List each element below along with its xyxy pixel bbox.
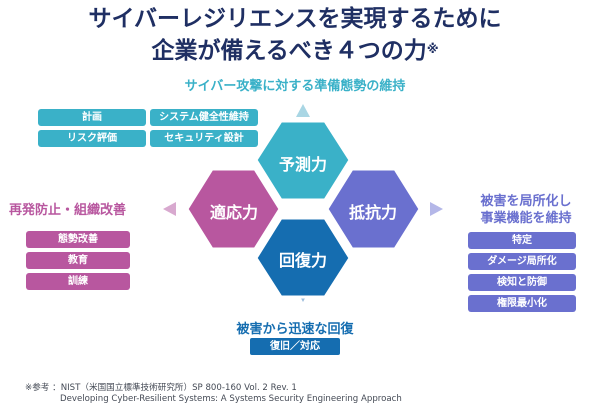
- right-item-detect-defend: 検知と防御: [468, 274, 576, 291]
- top-item-security-design: セキュリティ設計: [150, 130, 258, 147]
- footnote-mark: ※: [426, 42, 439, 56]
- left-heading: 再発防止・組織改善: [9, 203, 127, 218]
- recover-label: 回復力: [278, 251, 327, 270]
- arrow-left-icon: [163, 202, 176, 216]
- top-item-risk-assessment: リスク評価: [38, 130, 146, 147]
- page-title-line1: サイバーレジリエンスを実現するために: [88, 6, 502, 32]
- predict-hexagon: [254, 119, 352, 202]
- right-heading-line2: 事業機能を維持: [480, 211, 572, 226]
- right-item-least-privilege: 権限最小化: [468, 295, 576, 312]
- top-item-plan: 計画: [38, 109, 146, 126]
- bottom-heading: 被害から迅速な回復: [236, 322, 354, 337]
- arrow-up-icon: [296, 104, 310, 117]
- predict-label: 予測力: [278, 155, 327, 174]
- bottom-item-recovery: 復旧／対応: [250, 338, 340, 355]
- footnote-line2: Developing Cyber-Resilient Systems: A Sy…: [60, 394, 402, 404]
- right-item-identify: 特定: [468, 232, 576, 249]
- page-title-line2: 企業が備えるべき４つの力※: [0, 36, 590, 66]
- resist-label: 抵抗力: [348, 203, 397, 222]
- footnote-line1: ※参考 ：NIST（米国国立標準技術研究所）SP 800-160 Vol. 2 …: [25, 383, 297, 393]
- right-item-damage-localization: ダメージ局所化: [468, 253, 576, 270]
- page-title-text: 企業が備えるべき４つの力: [151, 38, 427, 64]
- left-item-posture: 態勢改善: [26, 231, 130, 248]
- adapt-hexagon: [185, 167, 282, 251]
- arrow-right-icon: [430, 202, 443, 216]
- right-heading-line1: 被害を局所化し: [480, 194, 572, 209]
- top-heading: サイバー攻撃に対する準備態勢の維持: [184, 79, 406, 94]
- recover-hexagon: [254, 216, 352, 299]
- left-item-education: 教育: [26, 252, 130, 269]
- adapt-label: 適応力: [209, 203, 258, 222]
- resist-hexagon: [325, 167, 422, 251]
- left-item-training: 訓練: [26, 273, 130, 290]
- top-item-system-integrity: システム健全性維持: [150, 109, 258, 126]
